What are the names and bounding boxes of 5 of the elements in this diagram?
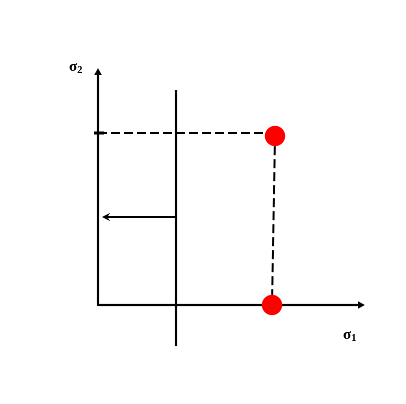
dashed-line — [271, 146, 276, 295]
axis-label: σ$_{1}$ — [344, 331, 356, 341]
axis-label: σ$_{2}$ — [70, 63, 82, 73]
point-marker — [264, 126, 286, 146]
point-marker — [262, 294, 282, 316]
